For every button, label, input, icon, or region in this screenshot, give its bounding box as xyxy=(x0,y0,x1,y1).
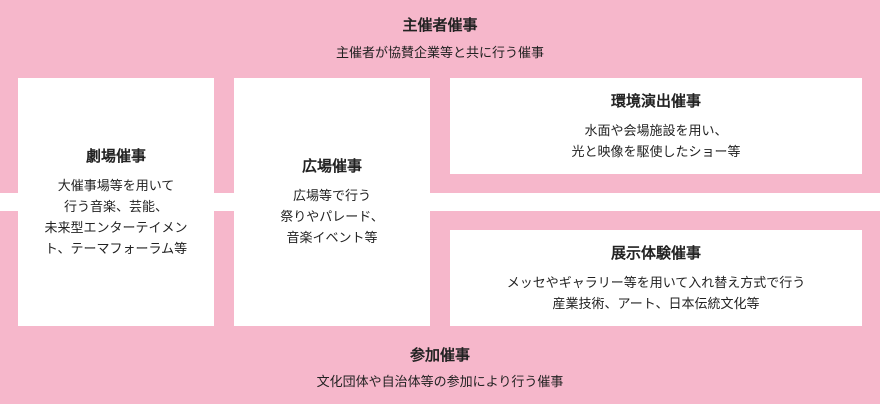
box-kankyo-line: 水面や会場施設を用い、 xyxy=(584,123,728,139)
sanka-title: 参加催事 xyxy=(409,346,470,364)
sanka-description: 文化団体や自治体等の参加により行う催事 xyxy=(316,375,564,390)
box-tenji: 展示体験催事 メッセやギャラリー等を用いて入れ替え方式で行う 産業技術、アート、… xyxy=(450,230,862,326)
divider-stripe xyxy=(0,193,880,211)
box-kankyo: 環境演出催事 水面や会場施設を用い、 光と映像を駆使したショー等 xyxy=(450,78,862,174)
box-tenji-line: メッセやギャラリー等を用いて入れ替え方式で行う xyxy=(506,275,806,291)
box-hiroba-line: 音楽イベント等 xyxy=(286,231,378,246)
box-kankyo-title: 環境演出催事 xyxy=(610,91,701,110)
box-gekijo-line: 大催事場等を用いて xyxy=(57,178,175,194)
box-gekijo-line: 未来型エンターテイメン xyxy=(44,220,188,236)
shusai-title: 主催者催事 xyxy=(402,16,478,34)
box-hiroba-line: 広場等で行う xyxy=(292,189,371,204)
box-gekijo-title: 劇場催事 xyxy=(85,146,146,165)
box-hiroba-line: 祭りやパレード、 xyxy=(280,210,384,225)
box-hiroba-title: 広場催事 xyxy=(301,157,362,175)
box-kankyo-line: 光と映像を駆使したショー等 xyxy=(571,144,741,160)
box-gekijo-line: ト、テーマフォーラム等 xyxy=(44,241,188,257)
box-gekijo-line: 行う音楽、芸能、 xyxy=(63,199,168,215)
shusai-description: 主催者が協賛企業等と共に行う催事 xyxy=(335,46,544,61)
box-hiroba: 広場催事 広場等で行う 祭りやパレード、 音楽イベント等 xyxy=(234,78,430,326)
box-tenji-title: 展示体験催事 xyxy=(610,243,701,262)
box-tenji-line: 産業技術、アート、日本伝統文化等 xyxy=(552,296,760,312)
box-gekijo: 劇場催事 大催事場等を用いて 行う音楽、芸能、 未来型エンターテイメン ト、テー… xyxy=(18,78,214,326)
